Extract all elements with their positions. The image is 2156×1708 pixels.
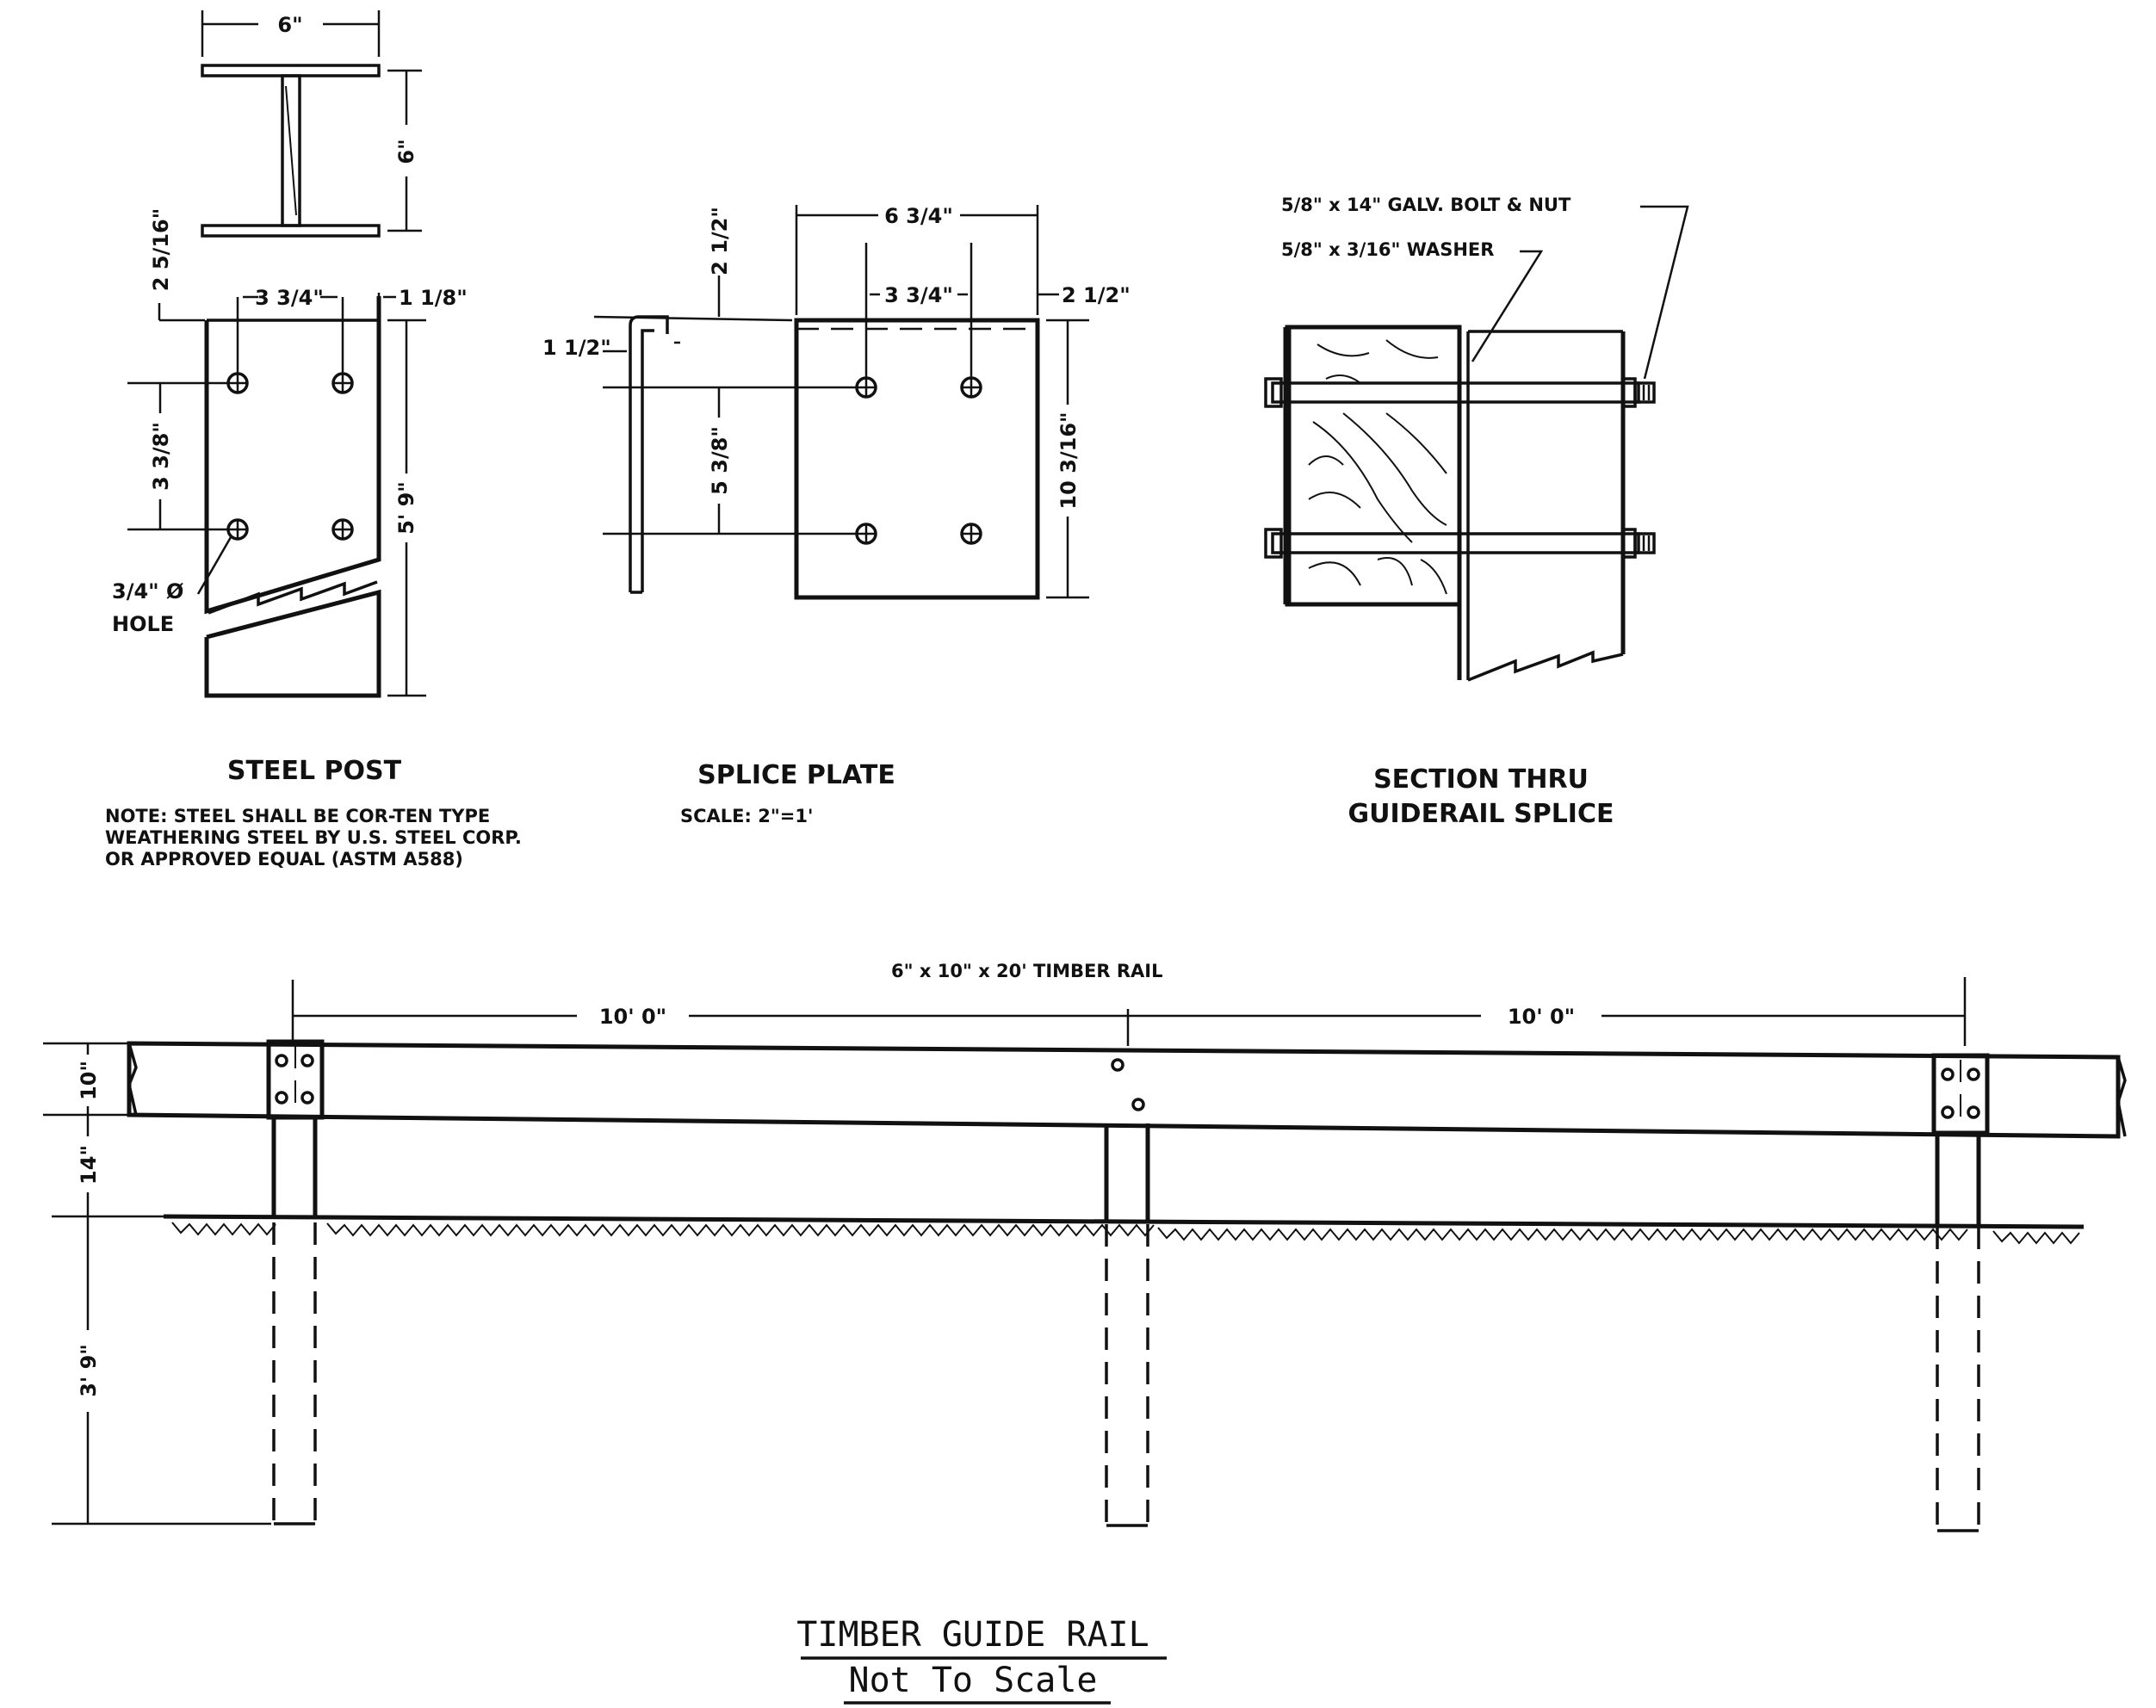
rail-center-bolts bbox=[1111, 1058, 1145, 1111]
splice-bolt-upper bbox=[1264, 377, 1656, 408]
section-thru-splice-detail: 5/8" x 14" GALV. BOLT & NUT 5/8" x 3/16"… bbox=[1264, 195, 1689, 829]
splice-plate-title: SPLICE PLATE bbox=[697, 760, 895, 790]
bolt-callout: 5/8" x 14" GALV. BOLT & NUT bbox=[1281, 195, 1571, 215]
bolt-hole-icon bbox=[331, 518, 354, 541]
splice-plate-face bbox=[794, 318, 1040, 600]
ground-line bbox=[163, 1214, 2085, 1229]
hole-label-line-2: HOLE bbox=[112, 612, 174, 636]
splice-bolt-lower bbox=[1264, 528, 1656, 559]
timber-rail bbox=[127, 1041, 2121, 1139]
timber-guide-rail-elevation: 6" x 10" x 20' TIMBER RAIL 10' 0" 10' 0" bbox=[43, 961, 2127, 1705]
post-flange-width-dim: 6" bbox=[277, 13, 302, 37]
bolt-hole-icon bbox=[855, 376, 877, 399]
steel-post-note-line-1: NOTE: STEEL SHALL BE COR-TEN TYPE bbox=[105, 806, 490, 826]
splice-bolt-holes bbox=[855, 376, 982, 545]
post-bolt-holes bbox=[226, 372, 354, 541]
bolt-hole-icon bbox=[331, 372, 354, 394]
rail-depth-dim: 10" bbox=[77, 1061, 101, 1100]
guide-rail-subtitle: Not To Scale bbox=[849, 1661, 1098, 1700]
rail-splice-plate-right bbox=[1931, 1053, 1990, 1136]
post-side-edge-dim: 1 1/8" bbox=[399, 286, 468, 310]
post-top-edge-dim: 2 5/16" bbox=[149, 208, 173, 291]
rail-splice-plate-left bbox=[266, 1039, 325, 1120]
splice-lip-dim: 1 1/2" bbox=[542, 336, 611, 360]
span-left-dim: 10' 0" bbox=[599, 1005, 666, 1029]
bolt-hole-icon bbox=[960, 376, 982, 399]
guide-rail-title: TIMBER GUIDE RAIL bbox=[796, 1615, 1149, 1655]
i-beam-section bbox=[201, 64, 381, 238]
above-ground-dim: 14" bbox=[77, 1145, 101, 1185]
post-elevation bbox=[204, 293, 381, 698]
steel-post-detail: 6" 6" 2 5/16" 3 3/4" bbox=[105, 10, 522, 869]
splice-top-edge-dim: 2 1/2" bbox=[708, 207, 732, 275]
rail-callout: 6" x 10" x 20' TIMBER RAIL bbox=[891, 961, 1163, 981]
steel-post-note-line-2: WEATHERING STEEL BY U.S. STEEL CORP. bbox=[105, 827, 522, 848]
bolt-hole-icon bbox=[960, 523, 982, 545]
section-title-line-1: SECTION THRU bbox=[1373, 764, 1589, 795]
span-right-dim: 10' 0" bbox=[1508, 1005, 1575, 1029]
posts bbox=[271, 1117, 1981, 1532]
splice-hole-spacing-h-dim: 3 3/4" bbox=[884, 283, 953, 307]
splice-plate-scale: SCALE: 2"=1' bbox=[680, 806, 813, 826]
post-hole-spacing-h-dim: 3 3/4" bbox=[255, 286, 324, 310]
splice-side-edge-dim: 2 1/2" bbox=[1062, 283, 1131, 307]
embedment-dim: 3' 9" bbox=[77, 1344, 101, 1397]
bolt-hole-icon bbox=[226, 372, 249, 394]
post-depth-dim: 6" bbox=[394, 139, 418, 164]
splice-width-dim: 6 3/4" bbox=[884, 204, 953, 228]
steel-post-note-line-3: OR APPROVED EQUAL (ASTM A588) bbox=[105, 849, 463, 869]
splice-height-dim: 10 3/16" bbox=[1056, 412, 1081, 509]
section-title-line-2: GUIDERAIL SPLICE bbox=[1348, 799, 1614, 829]
hole-label-line-1: 3/4" Ø bbox=[112, 579, 183, 603]
bolt-hole-icon bbox=[855, 523, 877, 545]
timber-grain-hatch bbox=[1308, 339, 1447, 595]
steel-post-title: STEEL POST bbox=[227, 756, 402, 786]
splice-hole-spacing-v-dim: 5 3/8" bbox=[708, 426, 732, 495]
post-length-dim: 5' 9" bbox=[394, 481, 418, 535]
splice-plate-detail: 1 1/2" 6 3/4" 3 3/4" 2 1/2" 2 1/2" bbox=[542, 204, 1131, 826]
bolt-hole-icon bbox=[226, 518, 249, 541]
washer-callout: 5/8" x 3/16" WASHER bbox=[1281, 239, 1494, 260]
ground-hatch bbox=[171, 1222, 2080, 1245]
post-hole-spacing-v-dim: 3 3/8" bbox=[149, 422, 173, 491]
